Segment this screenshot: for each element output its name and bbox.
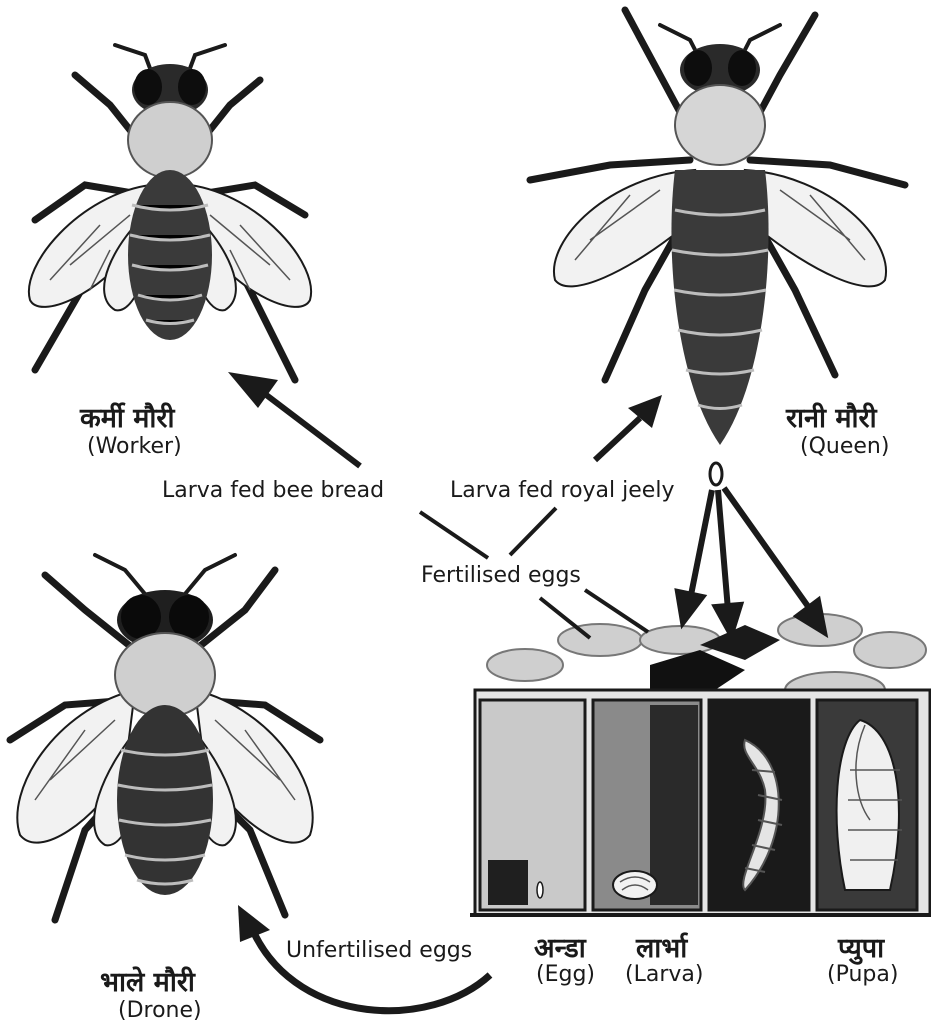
annotation-royal-jelly: Larva fed royal jeely xyxy=(450,478,674,503)
pupa-cell xyxy=(709,700,809,910)
larva-label-hindi: लार्भा xyxy=(636,928,687,965)
pupa-label-english: (Pupa) xyxy=(827,962,898,987)
arrows-to-cells xyxy=(678,488,824,634)
egg-label-hindi: अन्डा xyxy=(534,928,586,965)
queen-bee-illustration xyxy=(530,10,905,445)
worker-label-hindi: कर्मी मौरी xyxy=(80,398,174,435)
queen-label-english: (Queen) xyxy=(800,434,889,459)
queen-label-hindi: रानी मौरी xyxy=(786,398,877,435)
drone-label-hindi: भाले मौरी xyxy=(100,962,195,999)
annotation-unfertilised-eggs: Unfertilised eggs xyxy=(286,938,472,963)
arrow-to-queen xyxy=(595,395,662,460)
larva-label-english: (Larva) xyxy=(625,962,703,987)
drone-label-english: (Drone) xyxy=(118,998,202,1023)
egg-marker xyxy=(710,463,722,485)
honeycomb-cells xyxy=(470,614,931,915)
pupa-label-hindi: प्युपा xyxy=(838,928,884,965)
arrow-to-worker xyxy=(228,372,360,466)
annotation-bee-bread: Larva fed bee bread xyxy=(162,478,384,503)
worker-bee-illustration xyxy=(29,45,311,380)
worker-label-english: (Worker) xyxy=(87,434,182,459)
annotation-fertilised-eggs: Fertilised eggs xyxy=(421,563,581,588)
egg-label-english: (Egg) xyxy=(536,962,595,987)
drone-bee-illustration xyxy=(10,555,320,920)
